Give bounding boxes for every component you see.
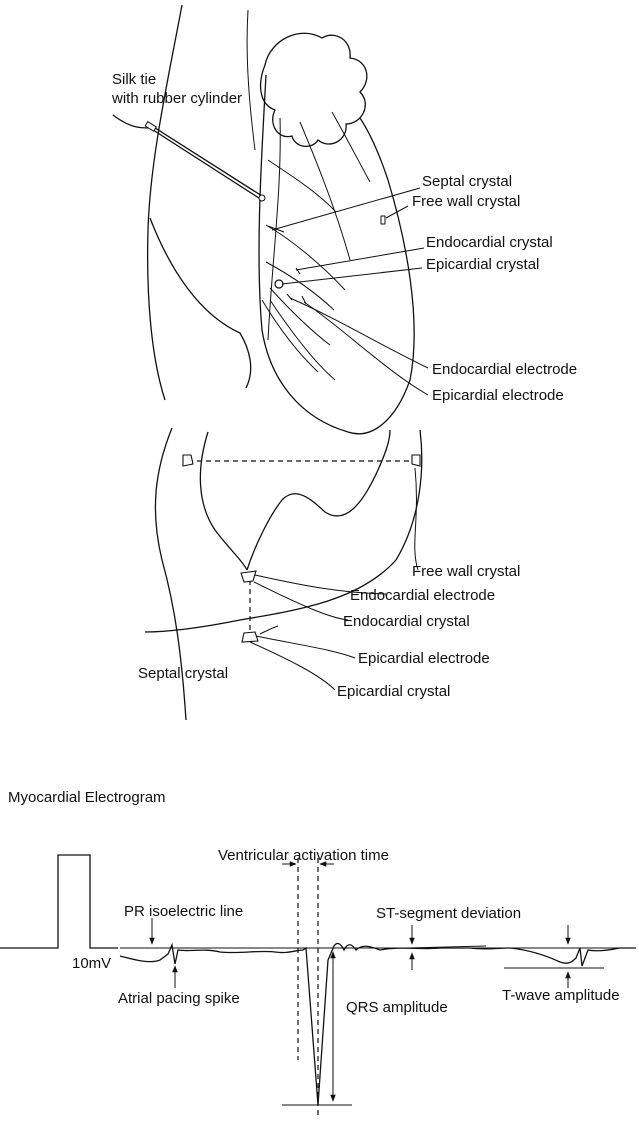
- label-ventricular-activation-time: Ventricular activation time: [218, 847, 389, 864]
- electrogram-title: Myocardial Electrogram: [8, 789, 166, 806]
- label-endocardial-crystal: Endocardial crystal: [426, 234, 553, 251]
- leader-line: [260, 626, 278, 634]
- label-calibration: 10mV: [72, 955, 111, 972]
- leader-line: [415, 468, 418, 570]
- label-rubber-cylinder: with rubber cylinder: [111, 90, 242, 107]
- body-outline-left: [148, 5, 182, 400]
- atrial-appendage: [261, 33, 367, 146]
- label-endocardial-electrode-2: Endocardial electrode: [350, 587, 495, 604]
- coronary-vessel: [332, 112, 370, 182]
- leader-line: [282, 268, 422, 284]
- leader-line: [254, 582, 348, 620]
- label-epicardial-crystal: Epicardial crystal: [426, 256, 539, 273]
- label-free-wall-crystal-2: Free wall crystal: [412, 563, 520, 580]
- label-st-segment-deviation: ST-segment deviation: [376, 905, 521, 922]
- tie-knot: [259, 195, 265, 201]
- leader-line: [386, 206, 408, 218]
- epicardial-crystal-marker-2: [242, 632, 258, 642]
- label-septal-crystal: Septal crystal: [422, 173, 512, 190]
- heart-top-view: [113, 5, 428, 434]
- rubber-cylinder: [145, 122, 156, 132]
- lead-wire: [287, 294, 292, 300]
- endocardial-crystal-marker-2: [241, 571, 256, 582]
- leader-line: [296, 248, 424, 270]
- lead-wire: [296, 268, 300, 274]
- endocardial-crystal-marker: [275, 280, 283, 288]
- label-endocardial-crystal-2: Endocardial crystal: [343, 613, 470, 630]
- label-atrial-pacing-spike: Atrial pacing spike: [118, 990, 240, 1007]
- free-wall-crystal-marker-2: [412, 455, 420, 466]
- ventricle-cavity-wall: [200, 432, 247, 570]
- leader-line: [272, 188, 420, 230]
- coronary-vessel: [300, 122, 350, 260]
- free-wall-crystal-marker: [381, 216, 385, 224]
- label-silk-tie: Silk tie: [112, 71, 156, 88]
- label-septal-crystal-2: Septal crystal: [138, 665, 228, 682]
- leader-line: [256, 636, 355, 658]
- label-epicardial-crystal-2: Epicardial crystal: [337, 683, 450, 700]
- label-epicardial-electrode-2: Epicardial electrode: [358, 650, 490, 667]
- label-qrs-amplitude: QRS amplitude: [346, 999, 448, 1016]
- body-outline-right: [150, 218, 251, 388]
- calibration-pulse: [0, 855, 118, 948]
- label-t-wave-amplitude: T-wave amplitude: [502, 987, 620, 1004]
- heart-edge-left: [247, 10, 255, 150]
- electrogram-trace: [0, 855, 636, 1117]
- label-free-wall-crystal: Free wall crystal: [412, 193, 520, 210]
- label-endocardial-electrode: Endocardial electrode: [432, 361, 577, 378]
- label-epicardial-electrode: Epicardial electrode: [432, 387, 564, 404]
- septal-crystal-marker: [183, 455, 193, 466]
- coronary-vessel: [270, 300, 335, 380]
- lead-wire: [270, 288, 330, 345]
- label-pr-isoelectric-line: PR isoelectric line: [124, 903, 243, 920]
- leader-line: [290, 298, 428, 368]
- inner-cavity-wall: [247, 430, 390, 570]
- silk-tie: [113, 115, 262, 200]
- ventricle-outline: [259, 75, 414, 434]
